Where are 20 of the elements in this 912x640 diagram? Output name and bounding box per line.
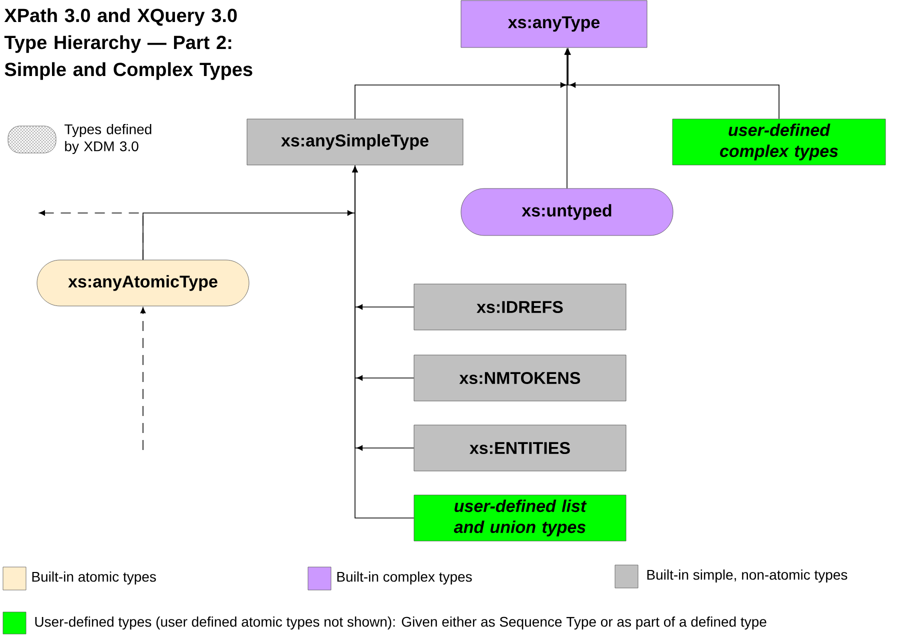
legend-label: Built-in simple, non-atomic types	[647, 569, 848, 583]
type-box: user-defined complex types	[672, 118, 886, 166]
arrow	[140, 307, 146, 450]
type-pill: xs:untyped	[460, 188, 674, 236]
arrow	[39, 210, 144, 260]
title: XPath 3.0 and XQuery 3.0 Type Hierarchy — Part 2: Simple and Complex Types	[4, 8, 252, 80]
arrow	[565, 48, 780, 120]
arrow	[352, 166, 414, 518]
type-box: user-defined list and union types	[414, 494, 626, 542]
legend-label: Built-in atomic types	[32, 571, 156, 585]
type-box: xs:IDREFS	[414, 284, 626, 330]
type-box: xs:anySimpleType	[246, 118, 464, 166]
legend-label: Types defined by XDM 3.0	[64, 124, 152, 154]
type-box: xs:ENTITIES	[414, 424, 626, 472]
type-box: xs:NMTOKENS	[414, 354, 626, 402]
type-box: xs:anyType	[460, 0, 648, 48]
legend-label: User-defined types (user defined atomic types not shown): Given either as Sequence Type or as part of a defined type	[35, 616, 766, 630]
type-pill: xs:anyAtomicType	[36, 260, 250, 306]
legend-label: Built-in complex types	[337, 571, 472, 585]
arrow	[564, 48, 570, 189]
